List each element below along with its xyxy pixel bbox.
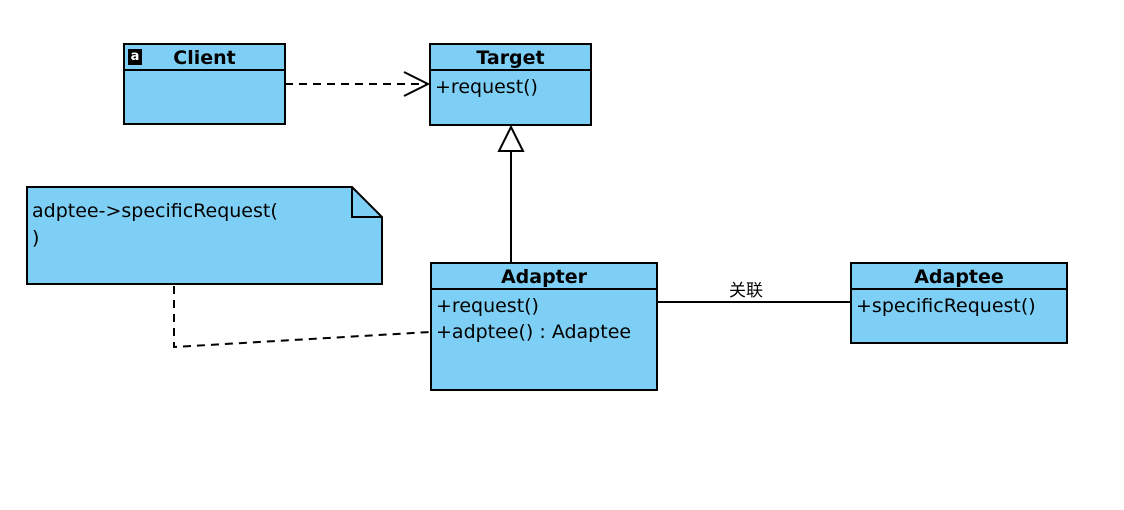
class-adapter-name: Adapter	[432, 264, 656, 290]
abstract-class-icon: a	[128, 49, 142, 65]
class-target-operations: +request()	[431, 71, 590, 103]
class-client[interactable]: a Client	[123, 43, 286, 125]
class-client-header: a Client	[125, 45, 284, 71]
class-target[interactable]: Target +request()	[429, 43, 592, 126]
generalization-arrowhead	[497, 124, 525, 152]
operation: +request()	[436, 295, 539, 317]
class-adaptee-name: Adaptee	[852, 264, 1066, 290]
dependency-arrowhead	[403, 71, 431, 97]
class-adapter-operations: +request() +adptee() : Adaptee	[432, 290, 656, 348]
class-client-name: Client	[173, 47, 236, 69]
operation: +adptee() : Adaptee	[436, 321, 632, 343]
class-adaptee[interactable]: Adaptee +specificRequest()	[850, 262, 1068, 344]
class-adaptee-operations: +specificRequest()	[852, 290, 1066, 322]
note-anchor-line	[173, 286, 431, 349]
operation: +request()	[435, 76, 538, 98]
class-adapter[interactable]: Adapter +request() +adptee() : Adaptee	[430, 262, 658, 391]
association-label: 关联	[729, 281, 763, 301]
class-target-name: Target	[431, 45, 590, 71]
operation: +specificRequest()	[856, 295, 1036, 317]
note: adptee->specificRequest( )	[32, 198, 362, 252]
note-line-1: adptee->specificRequest(	[32, 200, 278, 222]
note-shape	[26, 186, 383, 285]
note-line-2: )	[32, 227, 40, 249]
note-fold	[351, 187, 382, 218]
